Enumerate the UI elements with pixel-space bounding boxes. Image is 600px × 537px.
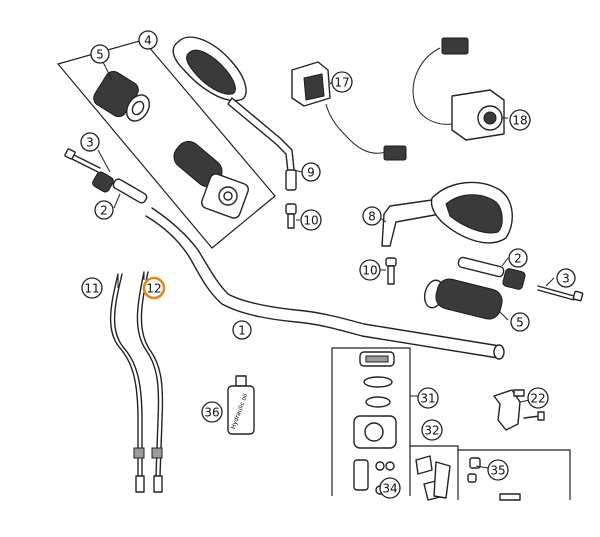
mirror-left [172,36,297,191]
group-box-4 [56,39,276,249]
callout-label: 3 [86,136,94,150]
callout-3: 3 [556,268,576,288]
callout-5: 5 [90,44,110,64]
callout-label: 35 [490,464,505,478]
leader-lines [97,39,555,489]
callout-label: 17 [334,76,349,90]
callout-label: 2 [100,204,108,218]
callout-label: 11 [84,282,99,296]
callout-10: 10 [359,259,381,281]
callout-label: 18 [512,114,527,128]
mirror-right [381,181,513,247]
throttle-cables [109,271,164,493]
callout-2: 2 [94,200,114,220]
callout-label: 8 [368,210,376,224]
callout-32: 32 [421,419,443,441]
grip-left [93,70,150,122]
callout-label: 4 [144,34,152,48]
handlebar-end [493,344,505,360]
callout-label: 2 [514,252,522,266]
callout-18: 18 [509,109,531,131]
adapter-bolt-top [285,203,297,229]
callout-label: 10 [362,264,377,278]
callout-34: 34 [379,477,401,499]
callout-31: 31 [417,387,439,409]
callout-8: 8 [362,206,382,226]
callout-22: 22 [527,387,549,409]
callout-1: 1 [232,320,252,340]
callout-3: 3 [80,132,100,152]
adapter-bolt-right [385,257,397,285]
group-box-35 [458,449,571,500]
switch-left [291,61,407,161]
callout-10: 10 [300,209,322,231]
callout-36: 36 [201,401,223,423]
callout-label: 12 [146,282,161,296]
bar-end-left [92,171,148,204]
callout-4: 4 [138,30,158,50]
callout-12-highlighted: 12 [142,276,166,300]
throttle-assembly [173,140,249,219]
callout-17: 17 [331,71,353,93]
screw-right [537,285,584,302]
bar-end-right [457,256,526,290]
handlebar [151,207,501,347]
handlebar-edge [145,215,499,359]
callout-9: 9 [301,162,321,182]
hydraulic-oil-bottle: Hydraulic oil [227,375,255,435]
grip-right [423,278,503,320]
callout-35: 35 [487,459,509,481]
callout-11: 11 [81,277,103,299]
callout-label: 3 [562,272,570,286]
switch-right [412,37,505,141]
callout-label: 5 [516,316,524,330]
handlebar-clamp [493,389,545,431]
callout-2: 2 [508,248,528,268]
callout-label: 32 [424,424,439,438]
screw-left [64,148,101,173]
callout-label: 10 [303,214,318,228]
callout-label: 36 [204,406,219,420]
clamp-parts [467,457,521,501]
callout-5: 5 [510,312,530,332]
master-cylinder [353,351,397,495]
callout-label: 1 [238,324,246,338]
group-box-32 [410,445,459,500]
callout-label: 5 [96,48,104,62]
group-box-31 [331,347,411,496]
callout-label: 34 [382,482,397,496]
callout-label: 9 [307,166,315,180]
lever-parts [415,455,451,501]
callout-label: 22 [530,392,545,406]
callout-label: 31 [420,392,435,406]
